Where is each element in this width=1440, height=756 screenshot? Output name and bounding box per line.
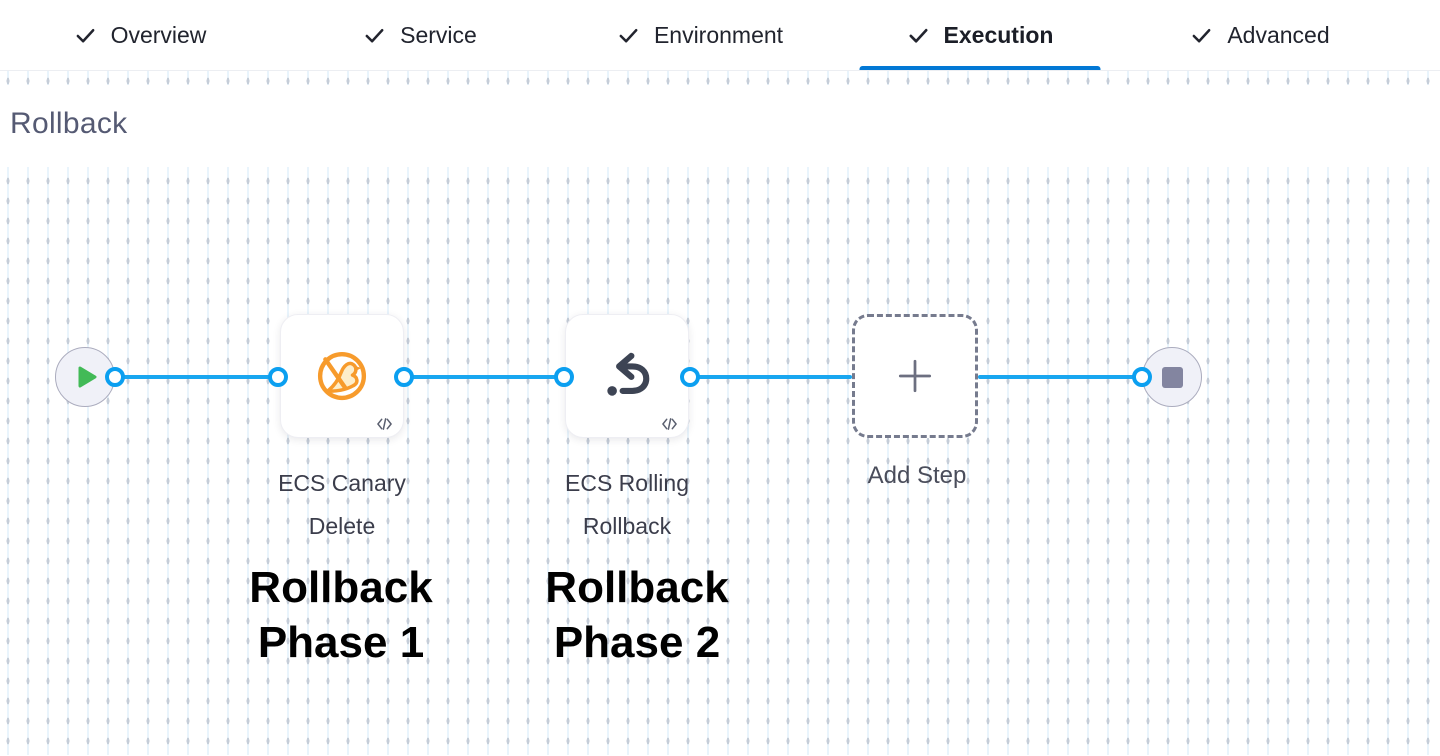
port-end-in[interactable] xyxy=(1132,367,1152,387)
play-icon xyxy=(78,366,97,388)
code-icon xyxy=(377,418,392,430)
section-header-band xyxy=(0,85,1440,167)
port-start-out[interactable] xyxy=(105,367,125,387)
edge-start-to-step1 xyxy=(115,375,278,379)
canary-delete-icon xyxy=(317,351,367,401)
tab-service[interactable]: Service xyxy=(280,0,560,70)
tab-label: Environment xyxy=(653,21,784,48)
checkmark-icon xyxy=(74,24,97,47)
annotation-rollback-phase-2: Rollback Phase 2 xyxy=(545,563,729,667)
port-step1-in[interactable] xyxy=(268,367,288,387)
port-step2-in[interactable] xyxy=(554,367,574,387)
plus-icon xyxy=(898,359,932,393)
rolling-rollback-icon xyxy=(607,352,650,396)
edge-step2-to-addstep xyxy=(690,375,852,379)
code-icon xyxy=(662,418,677,430)
checkmark-icon xyxy=(1190,24,1213,47)
section-heading: Rollback xyxy=(10,107,128,140)
add-step-button[interactable] xyxy=(852,314,978,438)
stop-icon xyxy=(1161,366,1183,388)
port-step2-out[interactable] xyxy=(680,367,700,387)
step-card-ecs-rolling-rollback[interactable] xyxy=(565,314,689,438)
add-step-label: Add Step xyxy=(867,462,967,489)
tab-label: Overview xyxy=(110,21,207,48)
tab-execution[interactable]: Execution xyxy=(840,0,1120,70)
tab-label: Advanced xyxy=(1227,21,1330,48)
step-label-ecs-canary-delete: ECS Canary Delete xyxy=(278,470,406,539)
tab-overview[interactable]: Overview xyxy=(0,0,280,70)
checkmark-icon xyxy=(363,24,386,47)
checkmark-icon xyxy=(617,24,640,47)
annotation-rollback-phase-1: Rollback Phase 1 xyxy=(249,563,433,667)
stage-config-tabbar: Overview Service Environment Execution A… xyxy=(0,0,1440,71)
checkmark-icon xyxy=(907,24,930,47)
step-label-ecs-rolling-rollback: ECS Rolling Rollback xyxy=(565,470,689,539)
tab-advanced[interactable]: Advanced xyxy=(1120,0,1400,70)
step-card-ecs-canary-delete[interactable] xyxy=(280,314,404,438)
tab-environment[interactable]: Environment xyxy=(560,0,840,70)
port-step1-out[interactable] xyxy=(394,367,414,387)
execution-canvas: Rollback xyxy=(0,71,1440,755)
tab-label: Execution xyxy=(943,21,1054,48)
edge-addstep-to-end xyxy=(978,375,1142,379)
tab-label: Service xyxy=(400,21,477,48)
end-node xyxy=(1142,347,1202,407)
edge-step1-to-step2 xyxy=(404,375,564,379)
